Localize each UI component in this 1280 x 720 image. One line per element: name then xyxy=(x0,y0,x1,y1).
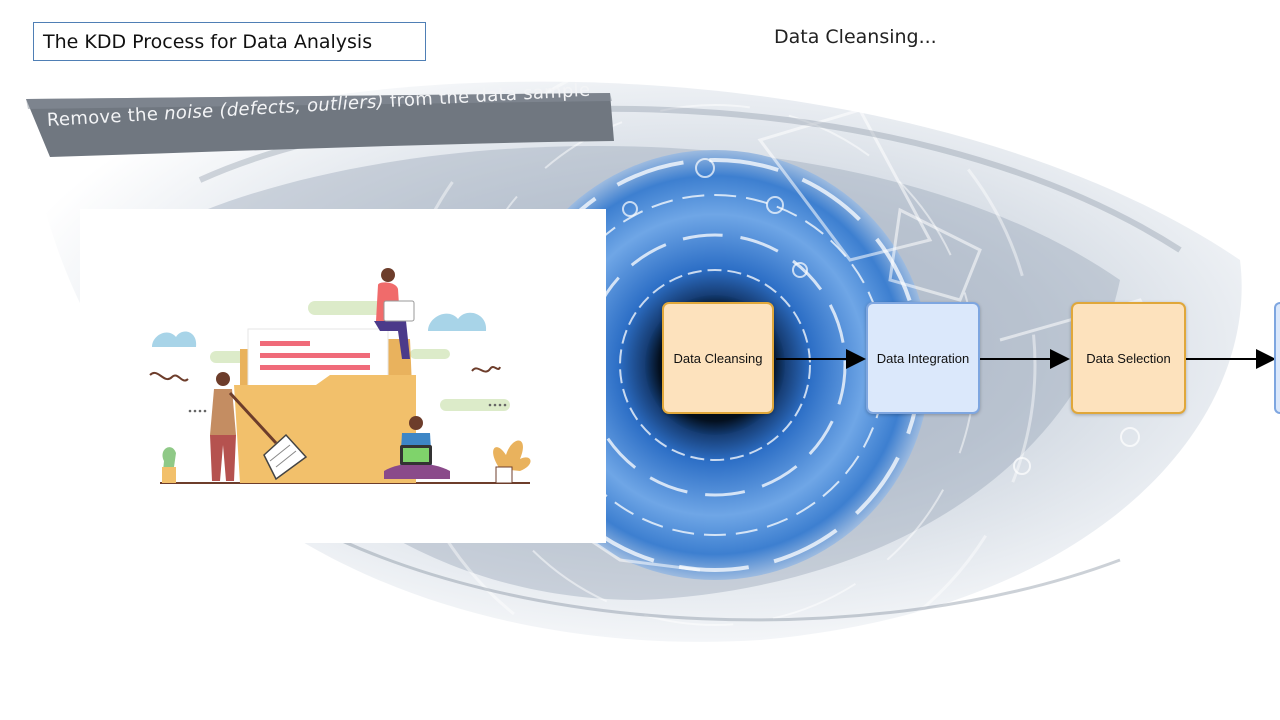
slide-title: The KDD Process for Data Analysis xyxy=(43,30,373,53)
illustration-card xyxy=(80,209,606,543)
flow-node-label: Data Selection xyxy=(1086,350,1171,366)
flow-node-label: Data Cleansing xyxy=(673,350,763,366)
flow-node-data-integration: Data Integration xyxy=(866,302,980,414)
section-heading: Data Cleansing... xyxy=(774,26,937,48)
slide-title-box: The KDD Process for Data Analysis xyxy=(33,22,426,61)
flow-node-data-cleansing: Data Cleansing xyxy=(662,302,774,414)
banner-ribbon xyxy=(26,93,614,157)
flow-node-next-partial xyxy=(1274,302,1280,414)
flow-node-data-selection: Data Selection xyxy=(1071,302,1186,414)
flow-node-label: Data Integration xyxy=(876,350,970,366)
data-cleaning-folder-illustration xyxy=(149,268,531,484)
